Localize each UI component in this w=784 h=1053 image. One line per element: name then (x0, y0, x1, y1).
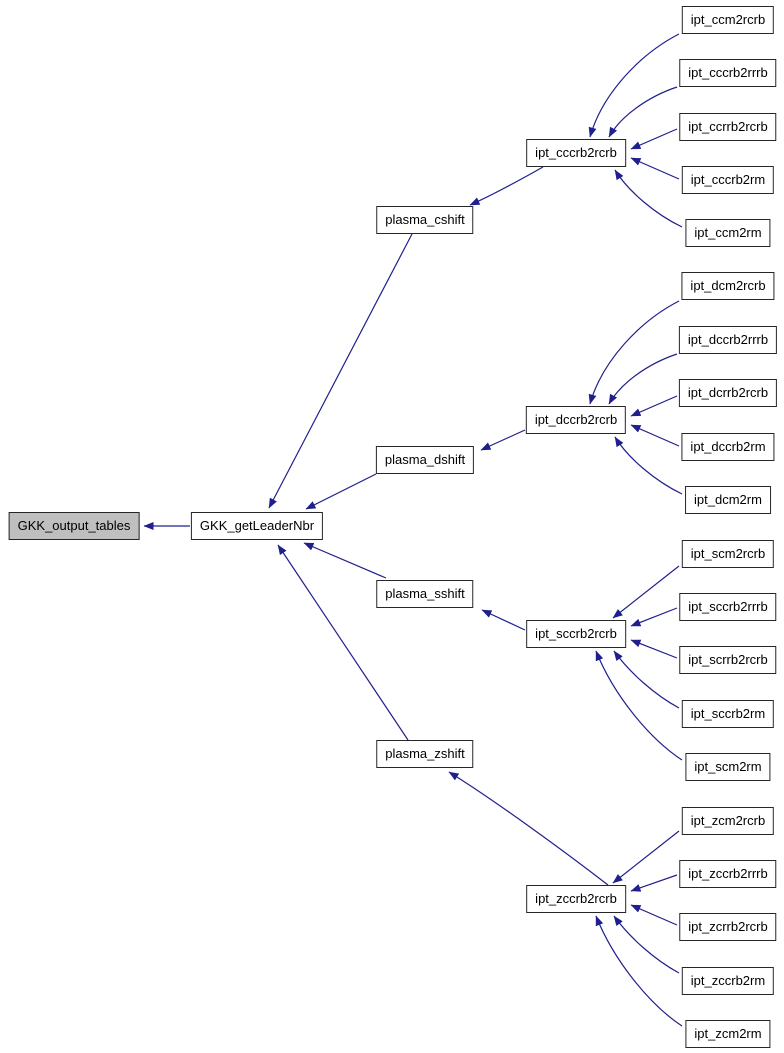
node-plasma-cshift[interactable]: plasma_cshift (376, 206, 474, 234)
node-ipt-sccrb2rcrb[interactable]: ipt_sccrb2rcrb (526, 620, 626, 648)
node-ipt-sccrb2rm[interactable]: ipt_sccrb2rm (681, 700, 775, 728)
edge-plasma-cshift-to-gkk-getleadernbr (268, 233, 413, 509)
node-ipt-cccrb2rcrb[interactable]: ipt_cccrb2rcrb (526, 139, 626, 167)
edge-ipt-ccrrb2rcrb-to-ipt-cccrb2rcrb (630, 128, 678, 150)
node-gkk-getleadernbr[interactable]: GKK_getLeaderNbr (190, 512, 324, 540)
node-ipt-dcrrb2rcrb[interactable]: ipt_dcrrb2rcrb (678, 379, 778, 407)
node-gkk-output-tables: GKK_output_tables (8, 512, 140, 540)
node-ipt-scm2rm[interactable]: ipt_scm2rm (685, 753, 771, 781)
node-ipt-cccrb2rrrb[interactable]: ipt_cccrb2rrrb (679, 59, 777, 87)
node-ipt-scrrb2rcrb[interactable]: ipt_scrrb2rcrb (679, 646, 777, 674)
edge-ipt-scm2rcrb-to-ipt-sccrb2rcrb (612, 565, 680, 619)
edge-ipt-cccrb2rrrb-to-ipt-cccrb2rcrb (608, 86, 678, 138)
edge-ipt-zcm2rm-to-ipt-zccrb2rcrb (595, 915, 683, 1027)
edge-ipt-cccrb2rcrb-to-plasma-cshift (469, 166, 544, 206)
edge-plasma-dshift-to-gkk-getleadernbr (305, 473, 377, 510)
node-ipt-zccrb2rrrb[interactable]: ipt_zccrb2rrrb (679, 860, 777, 888)
edge-ipt-dccrb2rm-to-ipt-dccrb2rcrb (630, 424, 680, 447)
edge-ipt-sccrb2rcrb-to-plasma-sshift (481, 609, 526, 631)
edge-ipt-ccm2rcrb-to-ipt-cccrb2rcrb (588, 33, 680, 138)
edge-plasma-zshift-to-gkk-getleadernbr (277, 544, 409, 741)
node-ipt-dcm2rcrb[interactable]: ipt_dcm2rcrb (681, 272, 775, 300)
edge-ipt-sccrb2rm-to-ipt-sccrb2rcrb (613, 650, 680, 709)
node-ipt-dccrb2rrrb[interactable]: ipt_dccrb2rrrb (678, 326, 778, 354)
node-ipt-ccm2rm[interactable]: ipt_ccm2rm (685, 219, 771, 247)
node-ipt-dccrb2rcrb[interactable]: ipt_dccrb2rcrb (525, 406, 627, 434)
node-ipt-cccrb2rm[interactable]: ipt_cccrb2rm (681, 166, 775, 194)
edge-plasma-sshift-to-gkk-getleadernbr (303, 542, 387, 579)
edge-ipt-zccrb2rm-to-ipt-zccrb2rcrb (613, 915, 680, 974)
node-plasma-dshift[interactable]: plasma_dshift (375, 446, 475, 474)
edge-ipt-sccrb2rrrb-to-ipt-sccrb2rcrb (630, 607, 678, 627)
node-ipt-scm2rcrb[interactable]: ipt_scm2rcrb (681, 540, 775, 568)
edge-ipt-cccrb2rm-to-ipt-cccrb2rcrb (630, 157, 680, 180)
node-ipt-sccrb2rrrb[interactable]: ipt_sccrb2rrrb (679, 593, 777, 621)
node-ipt-dccrb2rm[interactable]: ipt_dccrb2rm (681, 433, 775, 461)
node-ipt-dcm2rm[interactable]: ipt_dcm2rm (685, 486, 771, 514)
edge-ipt-dcm2rcrb-to-ipt-dccrb2rcrb (588, 300, 680, 405)
edge-ipt-dcm2rm-to-ipt-dccrb2rcrb (614, 436, 683, 495)
node-ipt-zccrb2rcrb[interactable]: ipt_zccrb2rcrb (526, 885, 626, 913)
edge-ipt-zccrb2rcrb-to-plasma-zshift (448, 771, 609, 886)
node-ipt-ccm2rcrb[interactable]: ipt_ccm2rcrb (681, 6, 775, 34)
node-ipt-zcm2rm[interactable]: ipt_zcm2rm (685, 1020, 771, 1048)
node-ipt-zcrrb2rcrb[interactable]: ipt_zcrrb2rcrb (679, 913, 777, 941)
edge-ipt-dcrrb2rcrb-to-ipt-dccrb2rcrb (630, 395, 678, 417)
node-ipt-zccrb2rm[interactable]: ipt_zccrb2rm (681, 967, 775, 995)
node-plasma-zshift[interactable]: plasma_zshift (376, 740, 474, 768)
edge-ipt-dccrb2rcrb-to-plasma-dshift (480, 429, 526, 451)
edge-ipt-zcrrb2rcrb-to-ipt-zccrb2rcrb (630, 904, 678, 926)
edge-ipt-zcm2rcrb-to-ipt-zccrb2rcrb (612, 830, 680, 884)
edge-ipt-ccm2rm-to-ipt-cccrb2rcrb (614, 169, 683, 228)
edge-ipt-dccrb2rrrb-to-ipt-dccrb2rcrb (608, 353, 678, 405)
edge-ipt-zccrb2rrrb-to-ipt-zccrb2rcrb (630, 874, 678, 892)
edge-ipt-scrrb2rcrb-to-ipt-sccrb2rcrb (630, 639, 678, 659)
node-ipt-zcm2rcrb[interactable]: ipt_zcm2rcrb (681, 807, 775, 835)
node-plasma-sshift[interactable]: plasma_sshift (376, 580, 474, 608)
node-ipt-ccrrb2rcrb[interactable]: ipt_ccrrb2rcrb (679, 113, 777, 141)
edge-ipt-scm2rm-to-ipt-sccrb2rcrb (595, 650, 683, 761)
